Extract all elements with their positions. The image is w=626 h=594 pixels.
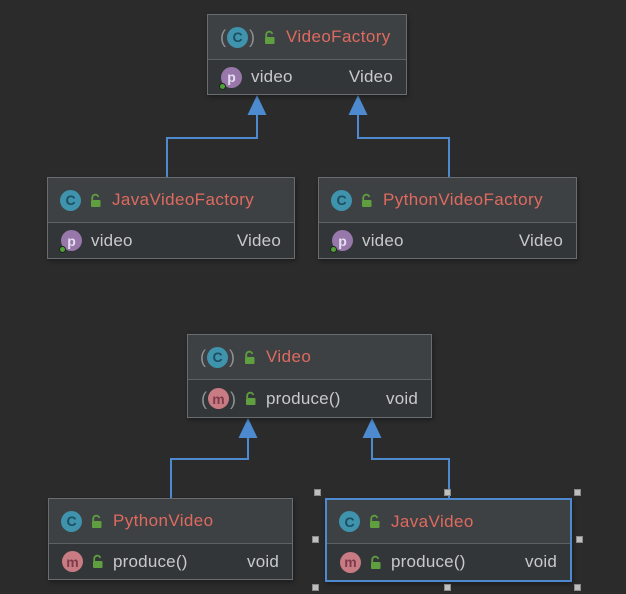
member-row[interactable]: ( m ) produce() void: [188, 380, 431, 417]
member-row[interactable]: m produce() void: [49, 544, 292, 579]
method-icon: m: [340, 551, 361, 573]
class-node-video[interactable]: ( C ) Video ( m ) produce() void: [187, 334, 432, 418]
inheritance-arrowhead: [238, 418, 258, 438]
resize-handle-mid-left[interactable]: [312, 536, 319, 543]
class-title: VideoFactory: [286, 27, 391, 46]
public-lock-icon: [90, 514, 103, 529]
public-lock-icon: [89, 193, 102, 208]
public-lock-icon: [263, 30, 276, 45]
class-icon: C: [60, 189, 81, 211]
property-icon: p: [59, 230, 82, 253]
inheritance-arrowhead: [362, 418, 382, 438]
class-icon: C: [331, 189, 352, 211]
property-icon: p: [330, 230, 353, 253]
edge-javavideo-extends-video[interactable]: [362, 418, 450, 499]
resize-handle-bottom-right[interactable]: [574, 584, 581, 591]
class-header[interactable]: C JavaVideoFactory: [48, 178, 294, 223]
member-type: void: [386, 388, 418, 408]
member-row[interactable]: p video Video: [208, 60, 406, 94]
inheritance-arrowhead: [247, 95, 267, 115]
member-type: Video: [236, 230, 281, 250]
class-title: Video: [266, 347, 312, 366]
class-icon: C: [61, 510, 82, 532]
class-node-javavideo[interactable]: C JavaVideo m produce() void: [325, 498, 572, 582]
inheritance-arrowhead: [348, 95, 368, 115]
member-name: produce(): [113, 551, 188, 571]
class-node-videofactory[interactable]: ( C ) VideoFactory p video Video: [207, 14, 407, 95]
resize-handle-bottom-center[interactable]: [444, 584, 451, 591]
resize-handle-top-right[interactable]: [574, 489, 581, 496]
class-header[interactable]: ( C ) Video: [188, 335, 431, 380]
edge-pythonvideofactory-extends-videofactory[interactable]: [348, 95, 450, 177]
member-type: Video: [518, 230, 563, 250]
public-lock-icon: [369, 555, 382, 570]
class-title: JavaVideoFactory: [112, 190, 255, 209]
public-lock-icon: [360, 193, 373, 208]
class-node-pythonvideofactory[interactable]: C PythonVideoFactory p video Video: [318, 177, 577, 259]
edge-javavideofactory-extends-videofactory[interactable]: [166, 95, 267, 177]
abstract-class-icon: ( C ): [220, 26, 255, 48]
resize-handle-top-center[interactable]: [444, 489, 451, 496]
member-type: Video: [348, 67, 393, 86]
class-title: PythonVideo: [113, 511, 214, 530]
resize-handle-mid-right[interactable]: [576, 536, 583, 543]
resize-handle-top-left[interactable]: [314, 489, 321, 496]
class-node-pythonvideo[interactable]: C PythonVideo m produce() void: [48, 498, 293, 580]
public-lock-icon: [368, 514, 381, 529]
public-lock-icon: [243, 350, 256, 365]
member-name: produce(): [266, 388, 341, 408]
member-name: video: [362, 230, 404, 250]
edge-pythonvideo-extends-video[interactable]: [170, 418, 258, 498]
member-row[interactable]: p video Video: [319, 223, 576, 258]
member-name: produce(): [391, 552, 466, 571]
class-header[interactable]: ( C ) VideoFactory: [208, 15, 406, 60]
resize-handle-bottom-left[interactable]: [312, 584, 319, 591]
method-icon: m: [62, 551, 83, 572]
public-lock-icon: [91, 554, 104, 569]
member-row[interactable]: m produce() void: [327, 544, 570, 580]
abstract-method-icon: ( m ): [201, 388, 236, 409]
member-name: video: [91, 230, 133, 250]
member-row[interactable]: p video Video: [48, 223, 294, 258]
class-title: JavaVideo: [391, 511, 474, 531]
class-title: PythonVideoFactory: [383, 190, 543, 209]
member-type: void: [247, 551, 279, 571]
class-header[interactable]: C PythonVideo: [49, 499, 292, 544]
class-header[interactable]: C JavaVideo: [327, 500, 570, 544]
class-icon: C: [339, 511, 360, 532]
class-header[interactable]: C PythonVideoFactory: [319, 178, 576, 223]
member-name: video: [251, 67, 293, 86]
abstract-class-icon: ( C ): [200, 346, 235, 368]
class-node-javavideofactory[interactable]: C JavaVideoFactory p video Video: [47, 177, 295, 259]
public-lock-icon: [244, 391, 257, 406]
property-icon: p: [219, 66, 242, 90]
member-type: void: [525, 552, 557, 571]
